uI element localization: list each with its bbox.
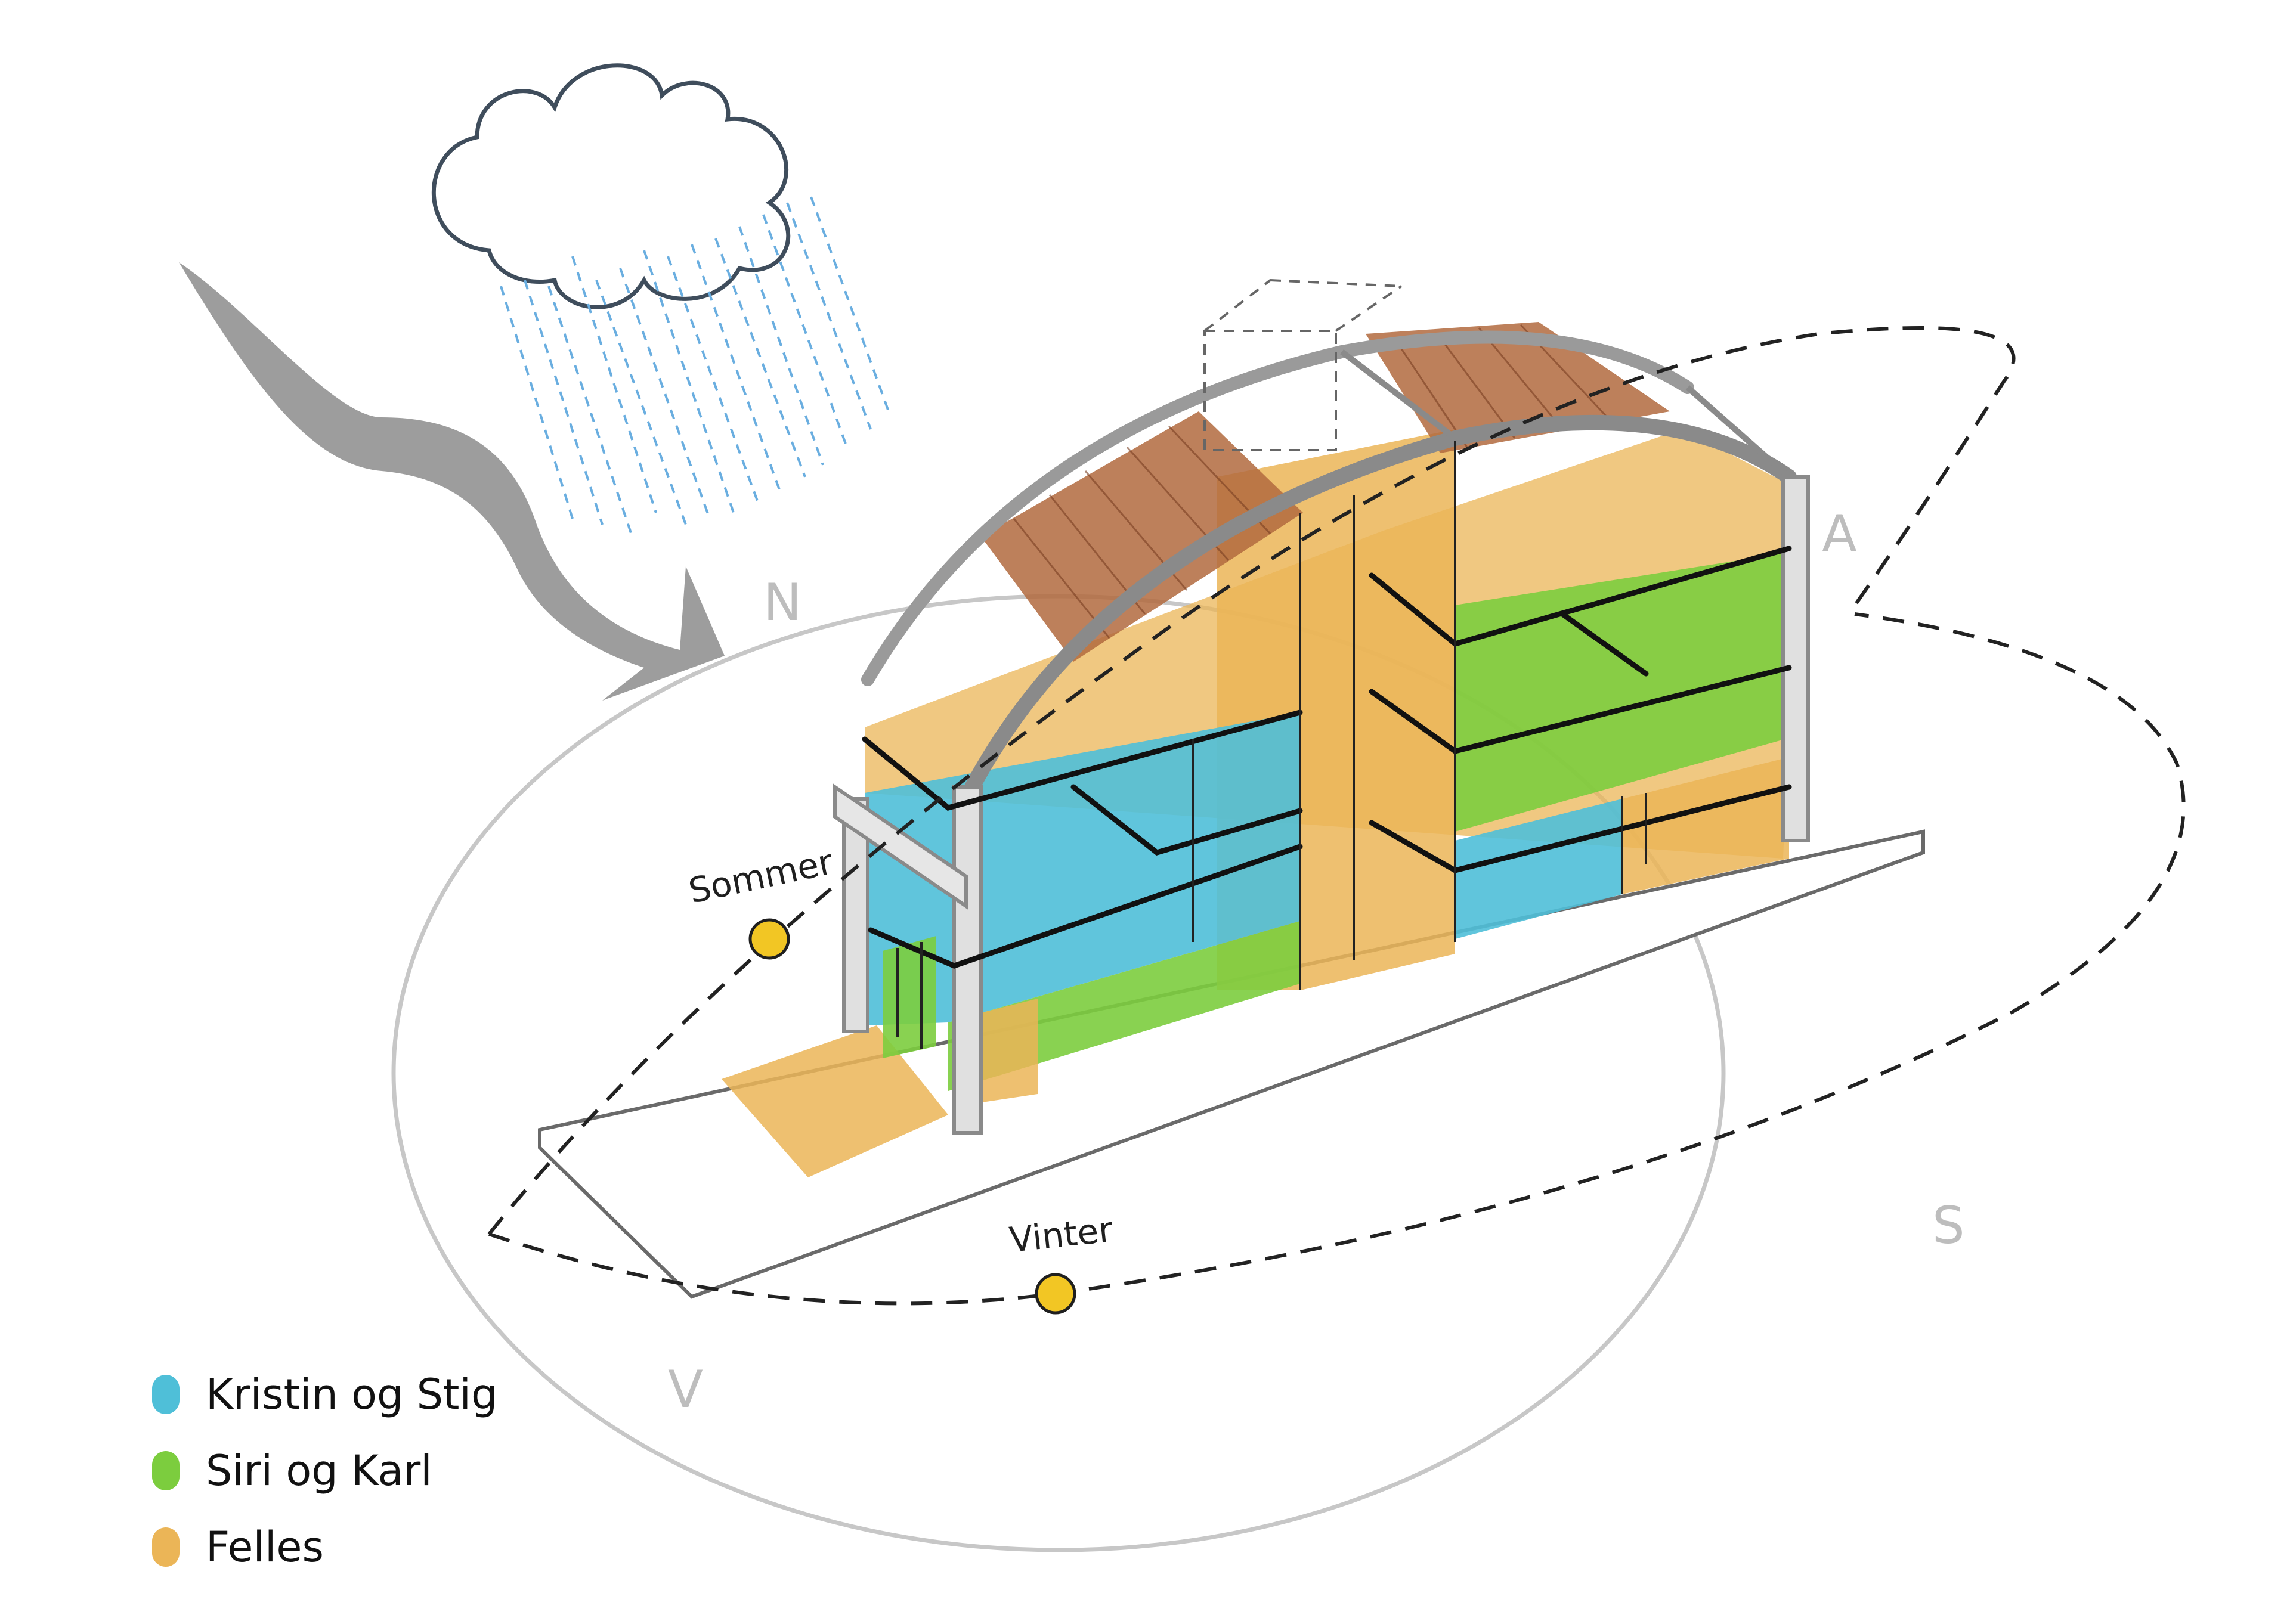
sun-path-winter	[488, 612, 2186, 1306]
unit-kristin-stig-lower-right	[1455, 799, 1622, 939]
legend-item: Siri og Karl	[152, 1433, 497, 1509]
compass-north-label: N	[763, 573, 802, 633]
roof-arch-front	[961, 414, 1797, 801]
sun-winter-label: Vinter	[1007, 1209, 1115, 1260]
legend-item: Felles	[152, 1509, 497, 1585]
sun-summer	[748, 918, 790, 960]
unit-siri-karl-entry	[883, 936, 936, 1058]
sun-summer-label: Sommer	[685, 841, 837, 911]
compass-west-label: V	[668, 1360, 703, 1420]
cloud-icon	[432, 63, 791, 309]
legend-label: Siri og Karl	[206, 1446, 432, 1495]
sun-path-summer	[487, 326, 2016, 1235]
legend-swatch-siri-karl	[152, 1451, 180, 1490]
roof-ridge-b	[1685, 385, 1791, 479]
canopy-left	[833, 783, 968, 910]
roof-arch-back	[861, 330, 1694, 686]
rain-icon	[500, 196, 890, 537]
ground-common-path	[722, 1025, 948, 1177]
legend-label: Felles	[206, 1523, 324, 1572]
ground-slab	[538, 829, 1925, 1299]
lower-left-common-strip	[978, 999, 1038, 1103]
compass-south-label: S	[1932, 1196, 1965, 1256]
legend-swatch-felles	[152, 1527, 180, 1567]
compass-east-label: A	[1822, 504, 1857, 564]
legend-item: Kristin og Stig	[152, 1356, 497, 1433]
right-ground-common	[1622, 757, 1789, 894]
structure-lines	[896, 279, 1647, 1049]
roof-ridge-a	[1339, 349, 1457, 441]
legend: Kristin og Stig Siri og Karl Felles	[152, 1356, 497, 1585]
column-front-right	[1781, 475, 1810, 842]
legend-label: Kristin og Stig	[206, 1370, 498, 1419]
sun-winter	[1035, 1273, 1076, 1315]
wind-icon	[179, 262, 725, 701]
legend-swatch-kristin-stig	[152, 1375, 180, 1414]
